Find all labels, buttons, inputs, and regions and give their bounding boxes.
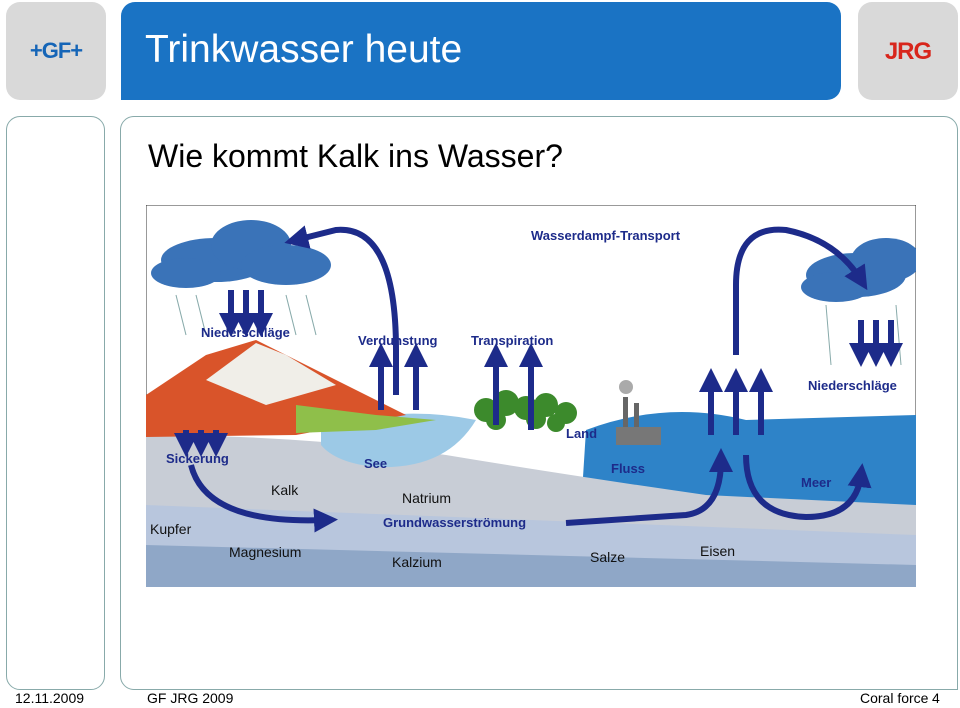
- cloud-left: [151, 220, 331, 288]
- jrg-logo-text: JRG: [884, 38, 932, 65]
- label-verdunstung: Verdunstung: [358, 333, 438, 348]
- footer-name: Coral force: [860, 690, 929, 706]
- label-meer: Meer: [801, 475, 831, 490]
- left-panel-frame: [6, 116, 105, 690]
- water-cycle-illustration: Wasserdampf-Transport Niederschläge Verd…: [145, 204, 921, 588]
- title-bar: Trinkwasser heute: [121, 2, 841, 100]
- label-transport: Wasserdampf-Transport: [531, 228, 681, 243]
- jrg-logo: JRG: [858, 2, 958, 100]
- label-fluss: Fluss: [611, 461, 645, 476]
- label-grundwasser: Grundwasserströmung: [383, 515, 526, 530]
- gf-logo-text: +GF+: [29, 38, 83, 63]
- mineral-kalzium: Kalzium: [392, 554, 442, 570]
- mineral-kalk: Kalk: [271, 482, 299, 498]
- water-cycle-diagram: Wasserdampf-Transport Niederschläge Verd…: [145, 204, 921, 588]
- footer-page-number: 4: [932, 690, 940, 706]
- label-sickerung: Sickerung: [166, 451, 229, 466]
- flow-arrows: [174, 225, 903, 533]
- mineral-natrium: Natrium: [402, 490, 452, 506]
- mineral-magnesium: Magnesium: [229, 544, 302, 560]
- mineral-salze: Salze: [590, 549, 626, 565]
- cloud-right: [801, 238, 921, 302]
- label-niederschlaege-left: Niederschläge: [201, 325, 290, 340]
- mineral-eisen: Eisen: [700, 543, 736, 559]
- content-frame: [120, 116, 958, 690]
- slide-subtitle: Wie kommt Kalk ins Wasser?: [148, 138, 563, 174]
- footer-date: 12.11.2009: [15, 690, 85, 706]
- label-transpiration: Transpiration: [471, 333, 553, 348]
- page-title: Trinkwasser heute: [145, 28, 463, 71]
- gf-logo: +GF+: [6, 2, 106, 100]
- mineral-kupfer: Kupfer: [150, 521, 192, 537]
- footer-company: GF JRG 2009: [147, 690, 234, 706]
- label-land: Land: [566, 426, 597, 441]
- label-niederschlaege-right: Niederschläge: [808, 378, 897, 393]
- label-see: See: [364, 456, 387, 471]
